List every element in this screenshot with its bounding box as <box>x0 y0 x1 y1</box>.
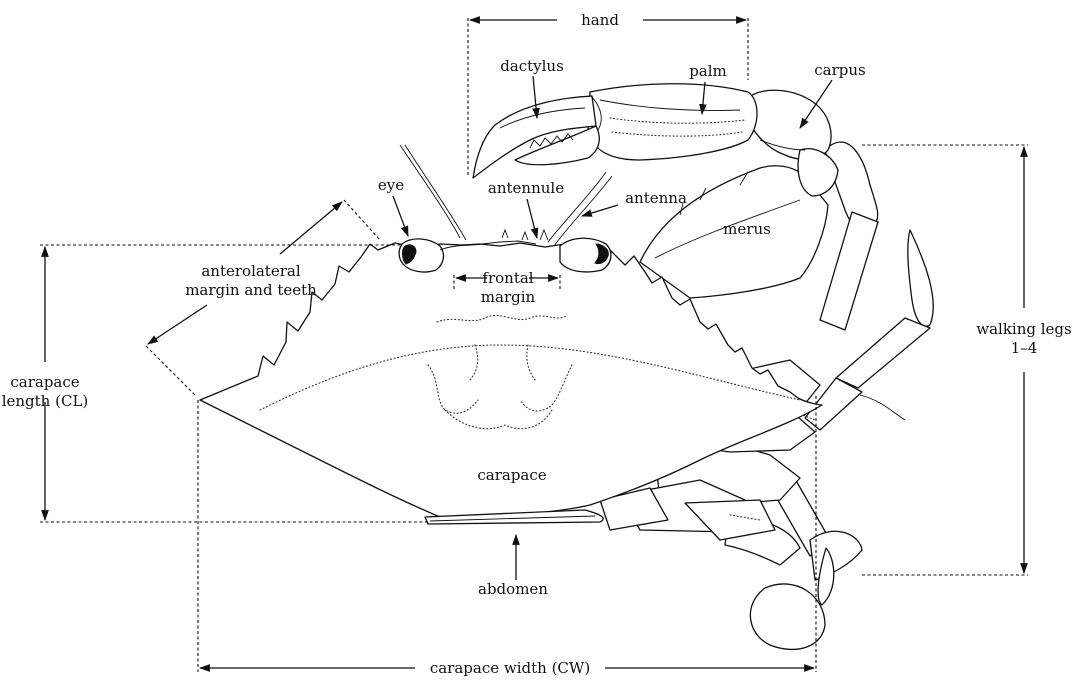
label-abdomen: abdomen <box>478 580 548 598</box>
label-eye: eye <box>378 176 404 194</box>
label-frontal-line2: margin <box>481 288 536 306</box>
label-anterolateral-line1: anterolateral <box>201 262 300 280</box>
label-hand: hand <box>581 11 619 29</box>
label-merus: merus <box>723 220 771 238</box>
crab-illustration <box>200 84 933 650</box>
label-dactylus: dactylus <box>500 57 564 75</box>
label-carapace-length-line1: carapace <box>10 373 79 391</box>
label-antenna: antenna <box>625 189 687 207</box>
label-carapace-length-line2: length (CL) <box>2 392 89 410</box>
label-carapace-width: carapace width (CW) <box>430 659 590 677</box>
label-antennule: antennule <box>488 179 564 197</box>
label-anterolateral-line2: margin and teeth <box>185 281 317 299</box>
label-carpus: carpus <box>814 61 865 79</box>
label-walking-legs-line1: walking legs <box>976 320 1071 338</box>
label-carapace: carapace <box>477 466 546 484</box>
label-palm: palm <box>689 62 727 80</box>
label-walking-legs-line2: 1–4 <box>1011 339 1038 357</box>
label-frontal-line1: frontal <box>482 269 533 287</box>
